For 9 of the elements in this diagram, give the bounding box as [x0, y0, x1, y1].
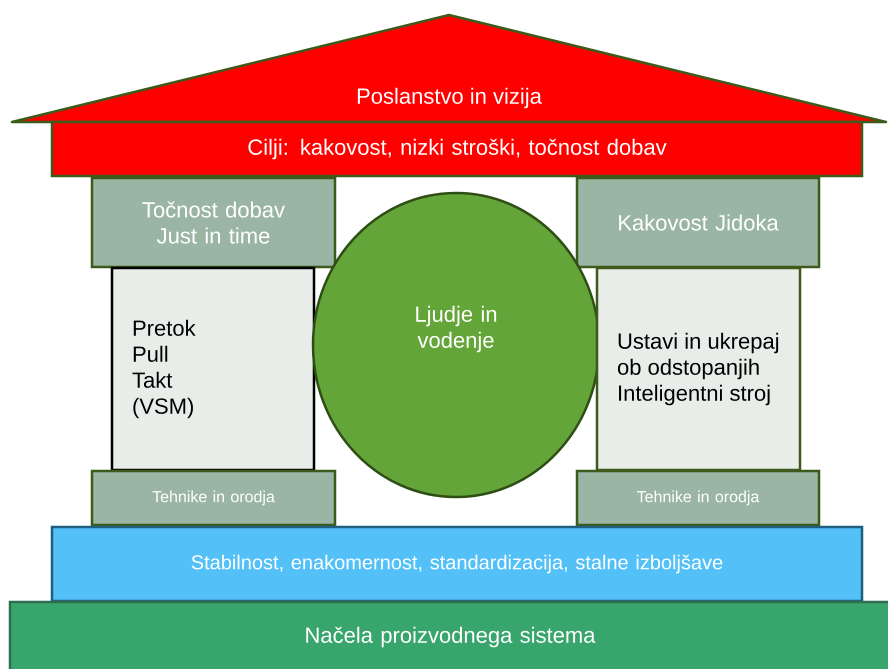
- pillar-base: Tehnike in orodja: [90, 470, 336, 526]
- pillar-base: Tehnike in orodja: [576, 470, 820, 526]
- pillar-column: Pretok Pull Takt (VSM): [110, 266, 316, 472]
- pillar-header: Kakovost Jidoka: [576, 176, 820, 268]
- goals-bar: Cilji: kakovost, nizki stroški, točnost dobav: [50, 120, 864, 178]
- pillar-column: Ustavi in ukrepaj ob odstopanjih Inteligentni stroj: [596, 266, 802, 472]
- foundation-bar: Stabilnost, enakomernost, standardizacija, stalne izboljšave: [50, 526, 864, 602]
- base-bar: Načela proizvodnega sistema: [8, 600, 888, 669]
- pillar-header: Točnost dobav Just in time: [90, 176, 336, 268]
